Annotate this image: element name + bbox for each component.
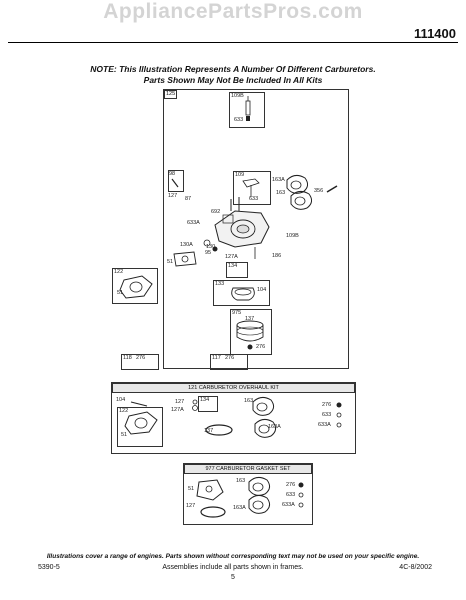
label-98: 98	[169, 171, 176, 177]
kit-label-134: 134	[200, 397, 210, 403]
label-127: 127	[168, 193, 178, 199]
kit-label-104: 104	[116, 397, 126, 403]
gasket-set-parts-drawing	[196, 476, 304, 518]
label-276b: 276	[136, 355, 146, 361]
kit-label-163: 163	[244, 398, 254, 404]
label-133: 133	[215, 281, 225, 287]
label-276c: 276	[225, 355, 235, 361]
label-117: 117	[212, 355, 221, 361]
needle-valve-drawing	[245, 96, 251, 121]
kit-label-276: 276	[322, 402, 332, 408]
label-130a: 130A	[180, 242, 193, 248]
kit-label-127a: 127A	[171, 407, 184, 413]
label-51: 51	[167, 259, 174, 265]
frame-134	[226, 262, 248, 278]
kit-label-137: 137	[204, 428, 214, 434]
label-692: 692	[211, 209, 221, 215]
note-line-1: NOTE: This Illustration Represents A Num…	[90, 64, 376, 74]
label-163a: 163A	[272, 177, 285, 183]
label-104: 104	[257, 287, 267, 293]
label-633-mid: 633	[249, 196, 259, 202]
gasket-label-163: 163	[236, 478, 246, 484]
label-109: 109	[235, 172, 245, 178]
gasket-label-633: 633	[286, 492, 296, 498]
footer-right-code: 4C-8/2002	[399, 564, 432, 571]
gasket-label-127: 127	[186, 503, 196, 509]
float-bowl-drawing	[236, 320, 264, 350]
gasket-label-276: 276	[286, 482, 296, 488]
note-line-2: Parts Shown May Not Be Included In All K…	[143, 75, 323, 85]
main-frame-label: 125	[164, 90, 178, 99]
kit-label-633a: 633A	[318, 422, 331, 428]
label-163: 163	[276, 190, 286, 196]
overhaul-kit-parts-drawing	[124, 396, 342, 438]
label-87: 87	[185, 196, 192, 202]
label-130: 130	[206, 244, 216, 250]
kit-frame-122	[117, 407, 163, 447]
bowl-gasket-drawing	[119, 275, 153, 299]
label-51b: 51	[117, 290, 124, 296]
label-186: 186	[272, 253, 282, 259]
label-276: 276	[256, 344, 266, 350]
label-122: 122	[114, 269, 124, 275]
frame-975	[230, 309, 272, 355]
screw-98-drawing	[171, 178, 179, 188]
frame-122	[112, 268, 158, 304]
overhaul-kit-frame	[111, 382, 356, 454]
label-137: 137	[245, 316, 255, 322]
frame-98	[168, 170, 184, 192]
overhaul-kit-title: 121 CARBURETOR OVERHAUL KIT	[112, 383, 355, 393]
gasket-label-163a: 163A	[233, 505, 246, 511]
gasket-label-51: 51	[188, 486, 195, 492]
label-109b: 109B	[231, 93, 244, 99]
gasket-label-633a: 633A	[282, 502, 295, 508]
footer-center-text: Assemblies include all parts shown in fr…	[162, 564, 304, 571]
kit-label-51: 51	[121, 432, 128, 438]
carburetor-body-drawing	[203, 197, 270, 259]
gaskets-163-drawing	[286, 174, 338, 210]
gasket-set-title: 977 CARBURETOR GASKET SET	[184, 464, 312, 474]
kit-label-633: 633	[322, 412, 332, 418]
page-number: 5	[231, 574, 235, 581]
gasket-51-drawing	[173, 251, 197, 267]
watermark: AppliancePartsPros.com	[103, 0, 363, 23]
label-633-top: 633	[234, 117, 244, 123]
kit-label-163a: 163A	[268, 424, 281, 430]
frame-109	[233, 171, 271, 205]
frame-118	[121, 354, 159, 370]
frame-109b	[229, 92, 265, 128]
label-109b-mid: 109B	[286, 233, 299, 239]
label-134: 134	[228, 263, 238, 269]
label-356: 356	[314, 188, 324, 194]
label-633a: 633A	[187, 220, 200, 226]
frame-117	[210, 354, 248, 370]
footer-left-code: 5390-5	[38, 564, 60, 571]
main-assembly-frame	[163, 89, 349, 369]
kit-label-122: 122	[119, 408, 129, 414]
label-118: 118	[123, 355, 132, 361]
throttle-shaft-drawing	[242, 178, 260, 197]
frame-133	[213, 280, 270, 306]
kit-frame-134	[198, 396, 218, 412]
gasket-set-frame	[183, 463, 313, 525]
label-127a: 127A	[225, 254, 238, 260]
label-95: 95	[205, 250, 212, 256]
kit-label-127: 127	[175, 399, 185, 405]
float-drawing	[231, 287, 255, 301]
header-divider	[8, 42, 458, 43]
document-number: 111400	[414, 26, 456, 41]
footer-disclaimer: Illustrations cover a range of engines. …	[46, 553, 420, 560]
label-975: 975	[232, 310, 242, 316]
